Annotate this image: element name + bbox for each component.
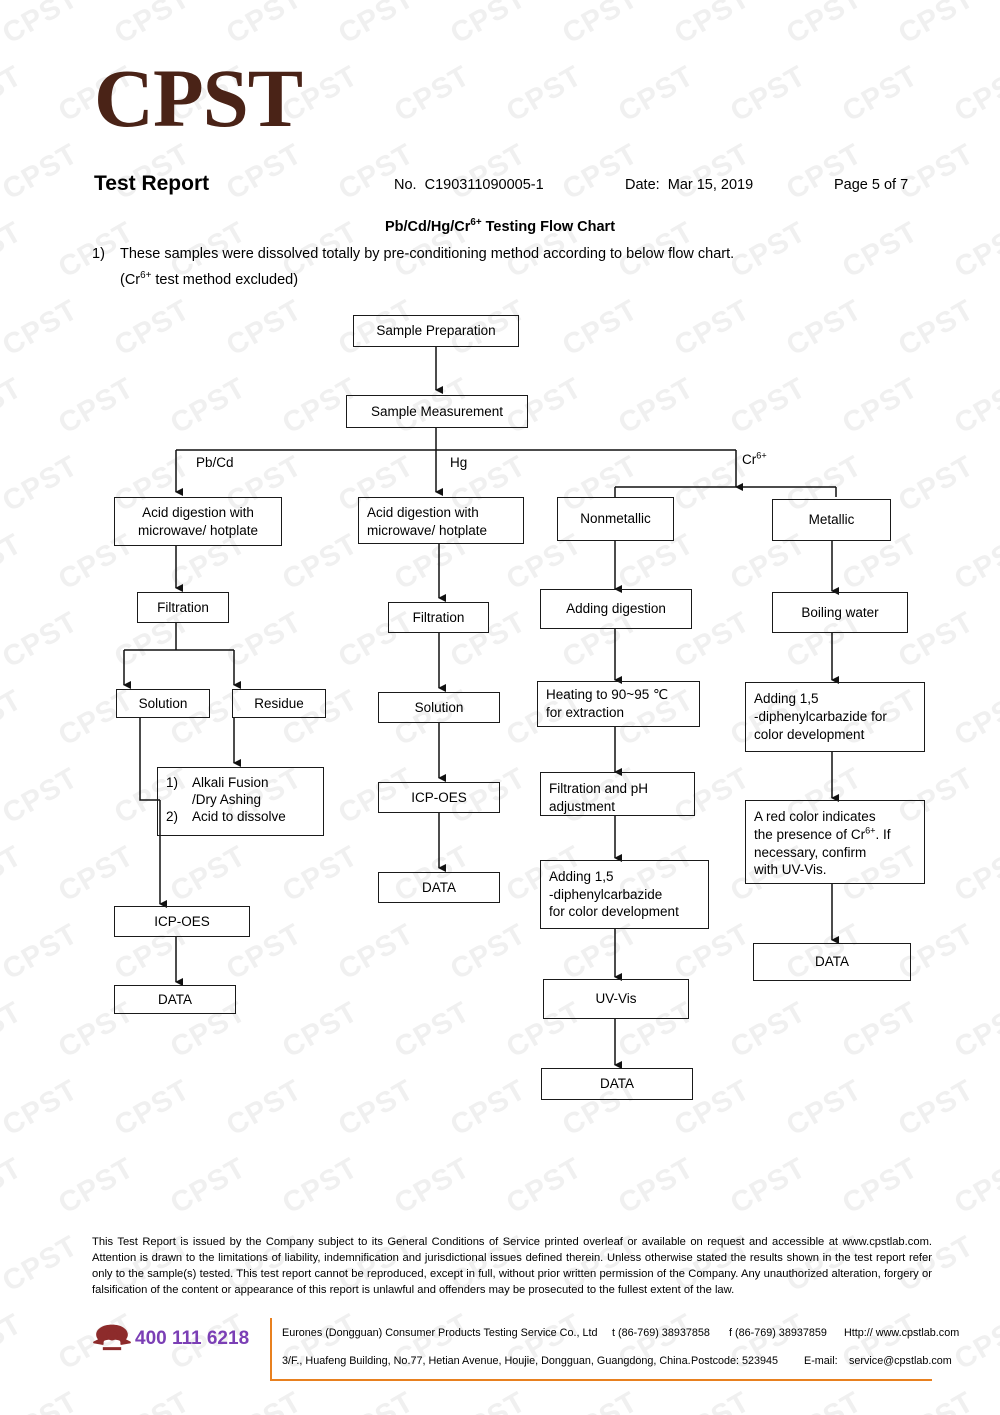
alkali-fusion-num-2: 2): [166, 809, 179, 824]
red-color-line1: A red color indicates: [754, 809, 876, 824]
footer-postcode: Postcode: 523945: [691, 1355, 779, 1367]
flow-box-adding-dpc-metallic: Adding 1,5 -diphenylcarbazide for color …: [745, 682, 925, 752]
acid-digestion-pbcd-line1: Acid digestion with: [142, 504, 254, 520]
report-number: No. C190311090005-1: [394, 177, 544, 193]
note-line-1: These samples were dissolved totally by …: [120, 246, 735, 262]
flow-chart-heading-post: Testing Flow Chart: [481, 219, 616, 235]
flow-box-solution-pbcd: Solution: [116, 689, 210, 718]
flow-box-metallic: Metallic: [772, 499, 891, 541]
report-header-row: Test Report No. C190311090005-1 Date: Ma…: [94, 172, 922, 198]
branch-label-cr6: Cr6+: [742, 450, 767, 467]
alkali-fusion-item-1: 1) Alkali Fusion: [166, 775, 317, 790]
flow-box-icp-oes-hg: ICP-OES: [378, 782, 500, 813]
flow-box-adding-dpc-nonmetallic: Adding 1,5 -diphenylcarbazide for color …: [540, 860, 709, 929]
cpst-logo: CPST: [94, 52, 303, 144]
hotline-number: 400 111 6218: [135, 1328, 250, 1349]
acid-digestion-pbcd-line2: microwave/ hotplate: [137, 522, 259, 538]
adding-dpc-m-line1: Adding 1,5: [754, 691, 819, 707]
flow-box-data-nonmetallic: DATA: [541, 1068, 693, 1100]
adding-dpc-nm-line1: Adding 1,5: [549, 868, 614, 884]
footer-email-label: E-mail:: [804, 1355, 838, 1367]
flow-box-residue-pbcd: Residue: [232, 689, 326, 718]
flow-box-boiling-water: Boiling water: [772, 592, 908, 633]
page-title: Test Report: [94, 172, 210, 195]
filtration-ph-line1: Filtration and pH: [549, 781, 649, 796]
red-color-line2-pre: the presence of Cr: [754, 826, 866, 842]
red-color-line2-post: . If: [875, 826, 891, 842]
footer-contact-bar: 400 111 6218 Eurones (Dongguan) Consumer…: [92, 1318, 959, 1386]
footer-address: 3/F., Huafeng Building, No.77, Hetian Av…: [282, 1355, 691, 1367]
adding-dpc-nm-line2: -diphenylcarbazide: [549, 886, 663, 902]
flow-box-data-metallic: DATA: [753, 943, 911, 981]
branch-label-hg: Hg: [450, 455, 468, 470]
page-indicator: Page 5 of 7: [834, 177, 909, 193]
flow-box-icp-oes-pbcd: ICP-OES: [114, 906, 250, 937]
flow-box-solution-hg: Solution: [378, 692, 500, 723]
branch-label-cr6-pre: Cr: [742, 452, 757, 467]
red-color-line2: the presence of Cr6+. If: [754, 826, 916, 844]
branch-label-pbcd: Pb/Cd: [196, 455, 234, 470]
flow-box-data-pbcd: DATA: [114, 985, 236, 1014]
red-color-line4: with UV-Vis.: [754, 862, 827, 878]
footer-company-name: Eurones (Dongguan) Consumer Products Tes…: [282, 1327, 598, 1339]
report-date-value: Mar 15, 2019: [667, 177, 754, 193]
adding-dpc-m-line3: color development: [754, 726, 865, 742]
heating-line1: Heating to 90~95 ℃: [546, 687, 669, 703]
alkali-fusion-text-1: Alkali Fusion: [192, 775, 269, 790]
note-line-2-sup: 6+: [140, 270, 152, 282]
adding-dpc-m-line2: -diphenylcarbazide for: [754, 709, 887, 725]
heating-line2: for extraction: [546, 705, 625, 720]
branch-label-cr6-sup: 6+: [756, 450, 767, 461]
filtration-ph-line2: adjustment: [549, 798, 616, 814]
telephone-icon: [93, 1324, 131, 1351]
acid-digestion-hg-line2: microwave/ hotplate: [367, 522, 488, 538]
acid-digestion-hg-line1: Acid digestion with: [367, 505, 479, 520]
legal-disclaimer: This Test Report is issued by the Compan…: [92, 1236, 932, 1296]
footer-divider-horizontal: [270, 1379, 932, 1381]
alkali-fusion-num-1: 1): [166, 775, 179, 790]
note-number: 1): [92, 246, 105, 262]
red-color-line3: necessary, confirm: [754, 844, 867, 860]
report-number-label: No.: [394, 177, 417, 193]
adding-digestion-label: Adding digestion: [566, 601, 666, 617]
flow-box-sample-measurement: Sample Measurement: [346, 395, 528, 428]
flow-box-acid-digestion-pbcd: Acid digestion with microwave/ hotplate: [114, 497, 282, 546]
note-line-2: (Cr6+ test method excluded): [120, 270, 299, 288]
flow-box-adding-digestion: Adding digestion: [540, 589, 692, 629]
report-date: Date: Mar 15, 2019: [625, 177, 753, 193]
flow-chart-heading: Pb/Cd/Hg/Cr6+ Testing Flow Chart: [0, 217, 1000, 235]
flow-box-nonmetallic: Nonmetallic: [557, 497, 674, 541]
footer-fax: f (86-769) 38937859: [729, 1327, 827, 1339]
alkali-fusion-sub-1: /Dry Ashing: [192, 792, 262, 807]
flow-box-acid-digestion-hg: Acid digestion with microwave/ hotplate: [358, 497, 524, 544]
footer-website: Http:// www.cpstlab.com: [844, 1327, 960, 1339]
adding-dpc-nm-line3: for color development: [549, 904, 679, 920]
flow-box-red-color-indication: A red color indicates the presence of Cr…: [745, 800, 925, 884]
flow-chart-heading-pre: Pb/Cd/Hg/Cr: [384, 219, 471, 235]
alkali-fusion-text-2: Acid to dissolve: [192, 809, 286, 824]
flow-chart-heading-sup: 6+: [470, 217, 482, 229]
report-date-label: Date:: [625, 177, 660, 193]
alkali-fusion-item-2: 2) Acid to dissolve: [166, 809, 317, 824]
flow-box-filtration-ph: Filtration and pH adjustment: [540, 772, 695, 816]
note-line-2-pre: (Cr: [120, 272, 141, 288]
footer-email: service@cpstlab.com: [849, 1355, 952, 1367]
flow-box-filtration-hg: Filtration: [388, 602, 489, 633]
flow-box-alkali-fusion: 1) Alkali Fusion /Dry Ashing 2) Acid to …: [157, 767, 324, 836]
flow-box-uv-vis: UV-Vis: [543, 979, 689, 1019]
report-number-value: C190311090005-1: [424, 177, 544, 193]
note-line-2-post: test method excluded): [151, 272, 299, 288]
flow-box-filtration-pbcd: Filtration: [137, 592, 229, 623]
flow-box-heating-extraction: Heating to 90~95 ℃ for extraction: [537, 681, 700, 727]
flow-box-sample-preparation: Sample Preparation: [353, 315, 519, 347]
footer-telephone: t (86-769) 38937858: [612, 1327, 710, 1339]
footer-divider-vertical: [270, 1318, 272, 1380]
red-color-line2-sup: 6+: [865, 825, 876, 836]
flow-box-data-hg: DATA: [378, 872, 500, 903]
